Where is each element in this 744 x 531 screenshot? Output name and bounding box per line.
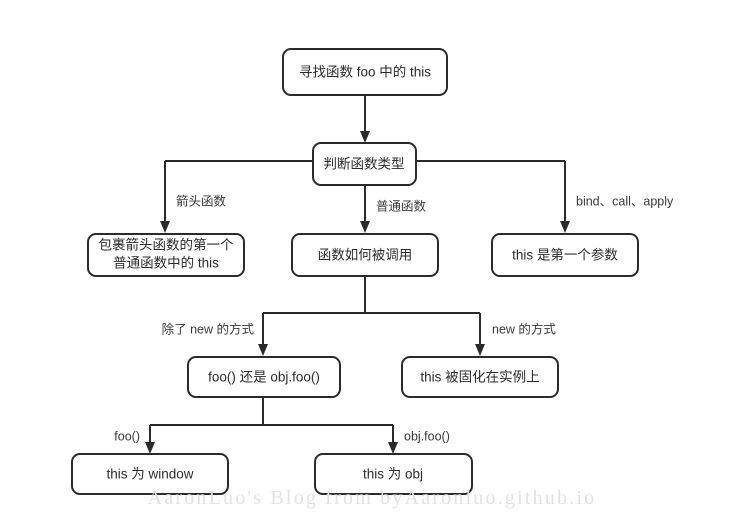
arrowhead-start-to-type — [360, 131, 370, 143]
arrowhead-call-to-obj — [388, 442, 398, 454]
edge-label-arrow-function: 箭头函数 — [176, 193, 227, 208]
node-this-is-first-argument-label: this 是第一个参数 — [512, 247, 618, 263]
edge-label-except-new: 除了 new 的方式 — [162, 321, 255, 336]
node-start-shape[interactable] — [282, 48, 448, 96]
node-arrow-function-this[interactable]: 包裹箭头函数的第一个 普通函数中的 this — [87, 233, 245, 277]
node-this-is-first-argument[interactable]: this 是第一个参数 — [491, 233, 639, 277]
node-this-is-obj-label: this 为 obj — [363, 467, 423, 482]
arrowhead-type-to-arrow-fn — [160, 221, 170, 233]
node-arrow-function-this-label-line2: 普通函数中的 this — [113, 256, 219, 271]
node-this-fixed-on-instance[interactable]: this 被固化在实例上 — [401, 356, 559, 398]
node-how-function-called[interactable]: 函数如何被调用 — [291, 233, 439, 277]
node-judge-function-type-shape[interactable] — [312, 142, 417, 186]
arrowhead-type-to-bind-fn — [560, 221, 570, 233]
arrowhead-normal-to-new-style — [475, 344, 485, 356]
node-this-is-first-argument-shape[interactable] — [491, 233, 639, 277]
node-foo-or-objfoo-shape[interactable] — [187, 356, 341, 398]
edge-label-normal-function: 普通函数 — [376, 198, 427, 213]
node-how-function-called-label: 函数如何被调用 — [318, 248, 413, 263]
node-how-function-called-shape[interactable] — [291, 233, 439, 277]
node-judge-function-type-label: 判断函数类型 — [324, 157, 405, 172]
edge-label-objfoo: obj.foo() — [404, 429, 450, 443]
node-arrow-function-this-label-line1: 包裹箭头函数的第一个 — [99, 237, 234, 253]
node-this-is-obj-shape[interactable] — [314, 453, 473, 495]
edge-label-group: 箭头函数 普通函数 bind、call、apply 除了 new 的方式 new… — [114, 193, 674, 443]
node-this-is-window-label: this 为 window — [106, 467, 193, 482]
node-judge-function-type[interactable]: 判断函数类型 — [312, 142, 417, 186]
arrowhead-call-to-window — [145, 442, 155, 454]
node-start[interactable]: 寻找函数 foo 中的 this — [282, 48, 448, 96]
edge-label-bind-call-apply: bind、call、apply — [576, 194, 674, 208]
node-this-fixed-on-instance-shape[interactable] — [401, 356, 559, 398]
node-arrow-function-this-shape[interactable] — [87, 233, 245, 277]
node-start-label: 寻找函数 foo 中的 this — [299, 65, 431, 80]
node-this-fixed-on-instance-label: this 被固化在实例上 — [420, 370, 539, 385]
node-foo-or-objfoo[interactable]: foo() 还是 obj.foo() — [187, 356, 341, 398]
node-this-is-obj[interactable]: this 为 obj — [314, 453, 473, 495]
edge-label-new: new 的方式 — [492, 321, 556, 336]
node-this-is-window[interactable]: this 为 window — [71, 453, 229, 495]
arrowhead-normal-to-call-style — [258, 344, 268, 356]
edge-label-foo: foo() — [114, 429, 140, 443]
node-foo-or-objfoo-label: foo() 还是 obj.foo() — [208, 370, 320, 385]
arrowhead-type-to-normal-fn — [360, 221, 370, 233]
node-this-is-window-shape[interactable] — [71, 453, 229, 495]
